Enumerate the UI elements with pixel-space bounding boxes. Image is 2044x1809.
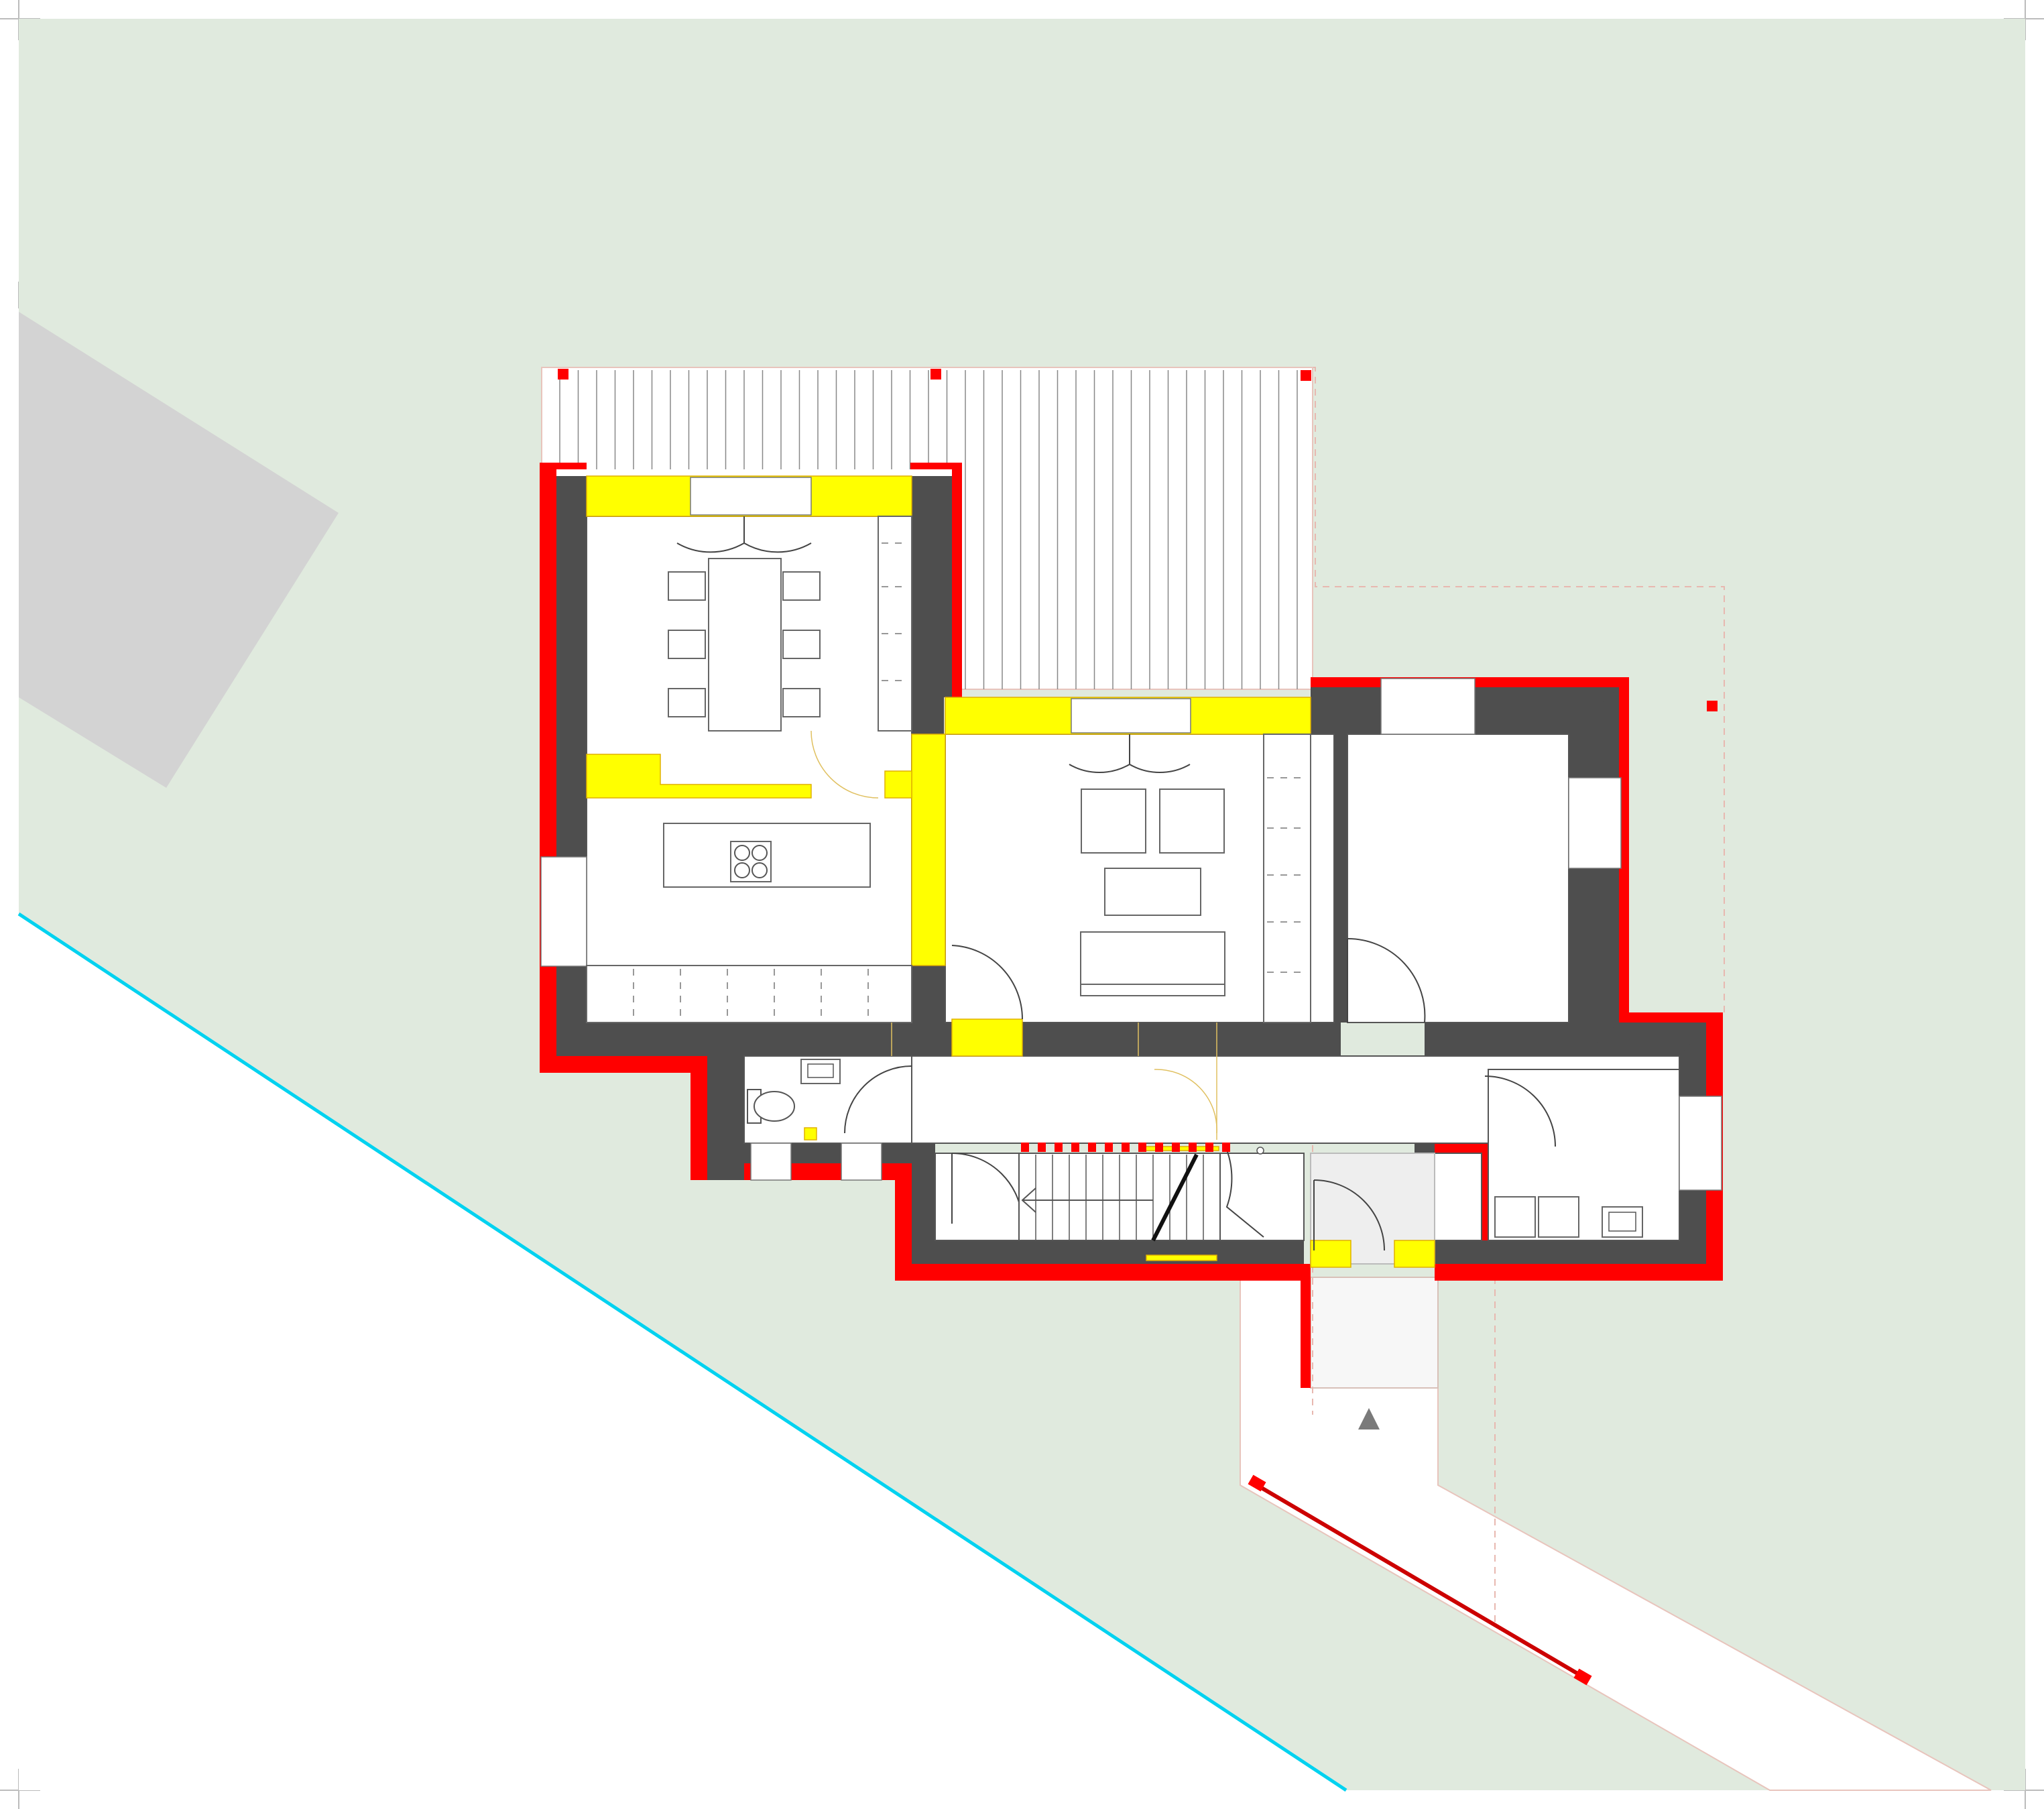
north-arrow-icon bbox=[1358, 1408, 1380, 1429]
dining-chair bbox=[668, 630, 706, 659]
terrace-post bbox=[1301, 370, 1311, 381]
stair-nosing bbox=[1138, 1143, 1146, 1152]
window-wc bbox=[750, 1143, 792, 1181]
window-study-east bbox=[1568, 777, 1622, 869]
entrance-walk bbox=[1310, 1277, 1439, 1389]
dryer bbox=[1538, 1196, 1579, 1238]
closet bbox=[1434, 1153, 1482, 1241]
fence-line bbox=[1256, 1483, 1583, 1678]
stair-cut-line bbox=[1151, 1153, 1199, 1242]
stair-nosing bbox=[1155, 1143, 1163, 1152]
window-terrace-door bbox=[1071, 698, 1191, 734]
study-room bbox=[1347, 734, 1569, 1023]
living-shelf bbox=[1263, 734, 1311, 1023]
dining-chair bbox=[668, 571, 706, 601]
kitchen-counter bbox=[586, 965, 912, 1023]
window-study-north bbox=[1380, 678, 1476, 735]
terrace-post bbox=[930, 369, 941, 380]
window-kitchen-west bbox=[540, 856, 587, 967]
stair-nosing bbox=[1222, 1143, 1230, 1152]
furniture bbox=[586, 516, 1643, 1238]
window-utility-east bbox=[1679, 1096, 1722, 1191]
stair-nosing bbox=[1205, 1143, 1213, 1152]
sink-bowl bbox=[1608, 1212, 1636, 1232]
window-terrace-door bbox=[690, 477, 812, 516]
stair-nosing bbox=[1088, 1143, 1096, 1152]
door-swing-icon bbox=[1313, 1179, 1385, 1251]
window-wc bbox=[841, 1143, 882, 1181]
washing-machine bbox=[1494, 1196, 1536, 1238]
door-swing-icon bbox=[1129, 734, 1191, 774]
stair-nosing bbox=[1071, 1143, 1079, 1152]
door-swing-icon bbox=[676, 516, 745, 553]
terrace-post bbox=[558, 369, 568, 380]
stair-nosing bbox=[1055, 1143, 1063, 1152]
dining-cabinet bbox=[878, 516, 912, 732]
dining-chair bbox=[782, 630, 821, 659]
sink-icon bbox=[1602, 1206, 1643, 1238]
new-partitions bbox=[586, 475, 1435, 1268]
windows bbox=[540, 477, 1722, 1191]
sink-bowl bbox=[807, 1063, 834, 1078]
door-swing-icon bbox=[1484, 1075, 1556, 1147]
toilet-icon bbox=[747, 1089, 795, 1124]
garden-post bbox=[1707, 701, 1718, 711]
cooktop-icon bbox=[730, 841, 772, 882]
dining-chair bbox=[782, 688, 821, 717]
stair-nosing bbox=[1038, 1143, 1046, 1152]
terrace-deck-boards bbox=[559, 370, 1298, 689]
fence-post bbox=[1573, 1668, 1592, 1686]
dining-chair bbox=[782, 571, 821, 601]
door-swings bbox=[676, 516, 1556, 1251]
dining-table bbox=[708, 558, 782, 732]
dining-chair bbox=[668, 688, 706, 717]
door-swing-icon bbox=[1225, 1149, 1264, 1238]
neighbor-building bbox=[19, 312, 339, 788]
staircase bbox=[1018, 1143, 1264, 1242]
fence-post bbox=[1248, 1474, 1266, 1492]
door-swing-icon bbox=[1069, 734, 1130, 774]
stair-nosing bbox=[1105, 1143, 1113, 1152]
cooktop-burners bbox=[734, 845, 768, 878]
stair-nosing bbox=[1021, 1143, 1029, 1152]
stair-nosing bbox=[1172, 1143, 1180, 1152]
stair-nosing bbox=[1122, 1143, 1130, 1152]
armchair bbox=[1081, 789, 1146, 854]
door-swing-icon bbox=[844, 1065, 912, 1134]
door-swings-faint bbox=[810, 730, 1217, 1140]
stair-arrow-icon bbox=[1021, 1187, 1153, 1213]
armchair bbox=[1159, 789, 1225, 854]
stair-nosing bbox=[1189, 1143, 1197, 1152]
door-swing-icon bbox=[1347, 937, 1426, 1023]
coffee-table bbox=[1104, 868, 1201, 916]
door-swing-icon bbox=[743, 516, 812, 553]
cabinet-dividers bbox=[633, 542, 1307, 1019]
property-boundary-line bbox=[17, 912, 1347, 1792]
sofa bbox=[1080, 931, 1225, 996]
sink-icon bbox=[800, 1059, 841, 1084]
door-swing-icon bbox=[951, 945, 1024, 1020]
